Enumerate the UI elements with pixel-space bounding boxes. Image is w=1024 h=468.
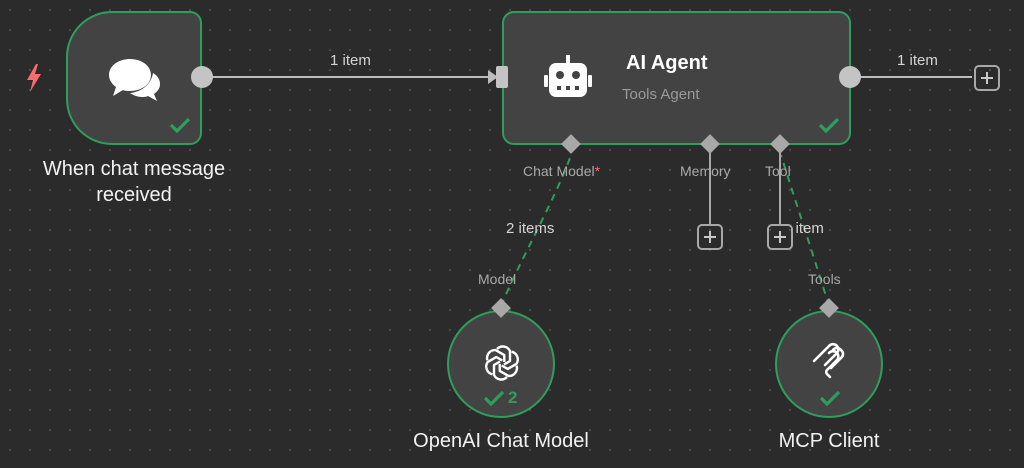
chat-bubbles-icon — [109, 59, 160, 101]
agent-subtitle: Tools Agent — [622, 86, 700, 103]
success-check-icon — [818, 117, 840, 133]
add-memory-button[interactable] — [697, 224, 723, 250]
success-check-icon — [819, 390, 841, 406]
run-count: 2 — [508, 388, 518, 407]
success-check-icon — [169, 117, 191, 133]
agent-title: AI Agent — [626, 52, 708, 74]
tools-port-label: Tools — [808, 271, 841, 287]
edge-model-to-agent[interactable] — [500, 154, 572, 307]
add-tool-button[interactable] — [767, 224, 793, 250]
openai-chat-model-node[interactable]: 2 — [447, 310, 555, 418]
edge-label-model-to-agent: 2 items — [506, 220, 555, 237]
openai-node-label: OpenAI Chat Model — [413, 430, 589, 452]
chat-model-port-label: Chat Model* — [523, 163, 601, 179]
agent-input-handle[interactable] — [496, 66, 508, 88]
edge-label-agent-output: 1 item — [897, 52, 938, 69]
robot-icon — [544, 55, 592, 97]
chat-trigger-node[interactable] — [66, 11, 202, 145]
memory-port-label: Memory — [680, 163, 731, 179]
edge-arrow-head — [488, 70, 498, 84]
edge-label-trigger-to-agent: 1 item — [330, 52, 371, 69]
edge-tool-to-agent[interactable] — [780, 154, 830, 307]
mcp-icon — [812, 342, 845, 379]
agent-output-handle[interactable] — [839, 66, 861, 88]
openai-icon — [485, 345, 519, 381]
tool-port-label: Tool — [765, 163, 791, 179]
trigger-output-handle[interactable] — [191, 66, 213, 88]
mcp-client-node[interactable] — [775, 310, 883, 418]
edge-label-tool-to-agent: 1 item — [795, 220, 824, 237]
trigger-bolt-icon — [27, 64, 41, 92]
model-port-label: Model — [478, 271, 517, 287]
mcp-node-label: MCP Client — [778, 430, 880, 452]
success-check-icon — [483, 390, 505, 406]
add-next-node-button[interactable] — [974, 65, 1000, 91]
trigger-node-label: When chat message received — [42, 158, 226, 206]
edge-label-tool-clip: 1 item — [795, 220, 831, 240]
